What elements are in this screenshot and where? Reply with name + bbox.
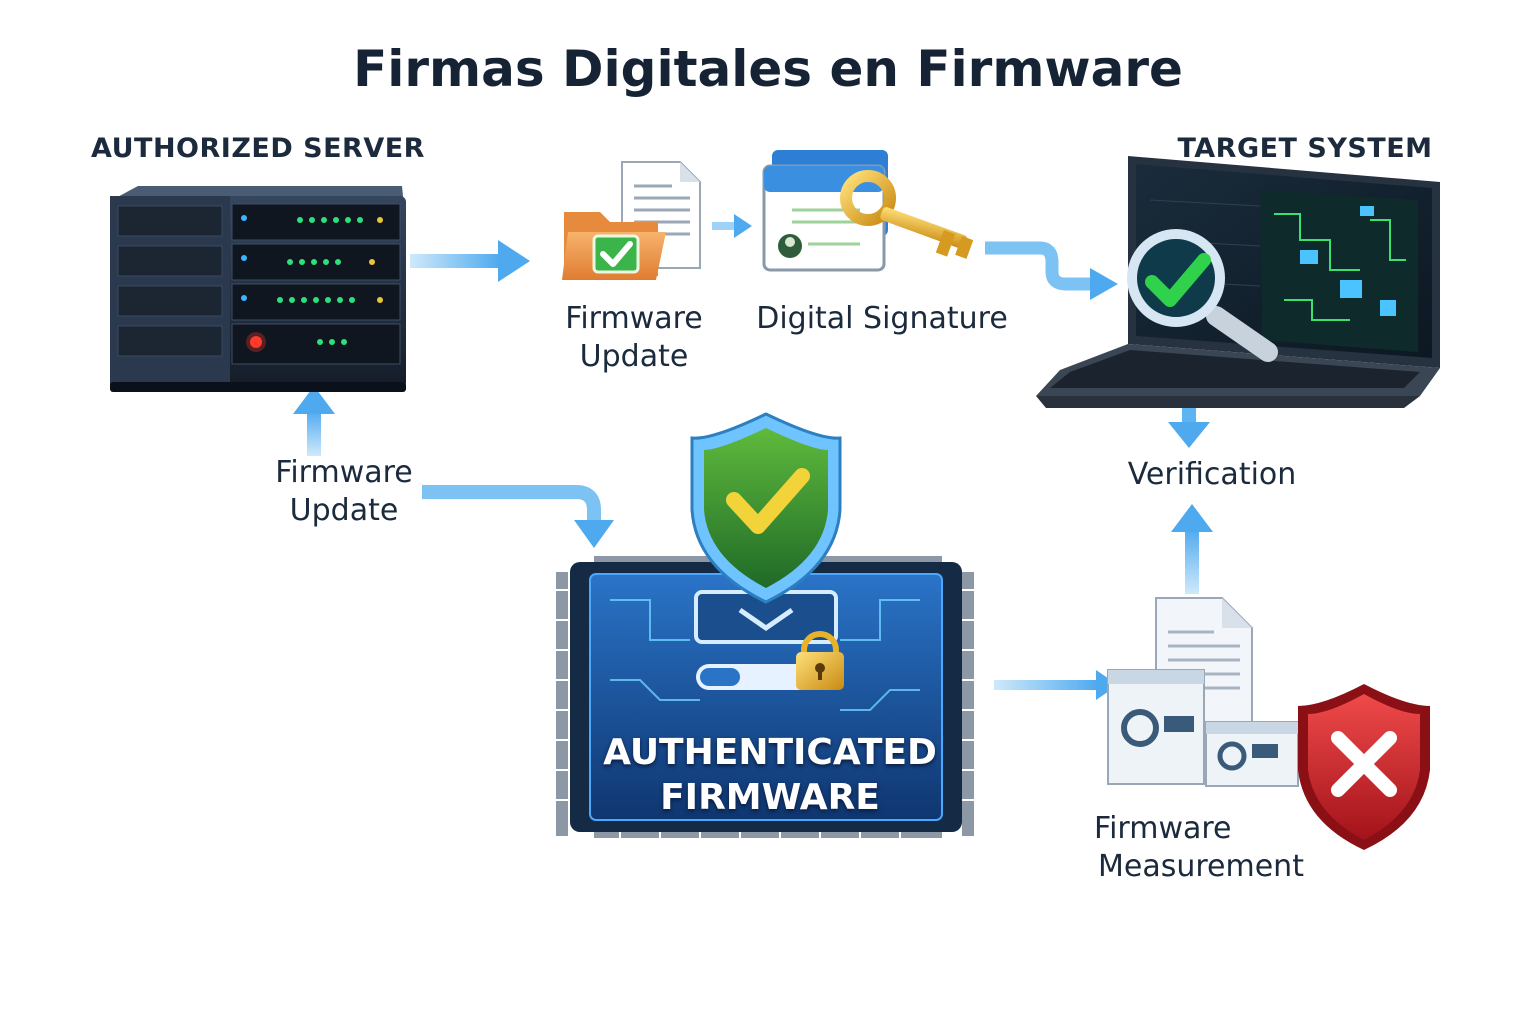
arrow-update-to-signature — [712, 214, 752, 238]
firmware-update-top-label: Firmware Update — [534, 300, 734, 375]
firmware-update-left-label: Firmware Update — [244, 454, 444, 529]
arrow-left-update-to-chip — [422, 492, 614, 548]
verification-label: Verification — [1102, 456, 1322, 494]
firmware-update-top-line2: Update — [534, 338, 734, 376]
page-title: Firmas Digitales en Firmware — [0, 38, 1536, 101]
firmware-measurement-line1: Firmware — [1078, 810, 1338, 848]
arrow-left-update-to-server — [293, 386, 335, 456]
firmware-update-left-line2: Update — [244, 492, 444, 530]
folder-document-check-icon — [562, 162, 700, 280]
firmware-update-left-line1: Firmware — [244, 454, 444, 492]
firmware-update-top-line1: Firmware — [534, 300, 734, 338]
arrow-measurement-to-verification — [1171, 504, 1213, 594]
authorized-server-label: AUTHORIZED SERVER — [80, 132, 436, 166]
chip-label: AUTHENTICATED FIRMWARE — [600, 730, 940, 820]
firmware-measurement-line2: Measurement — [1078, 848, 1338, 886]
certificate-key-icon — [764, 150, 973, 270]
arrow-signature-to-target — [985, 248, 1118, 300]
server-rack-icon — [110, 186, 406, 392]
target-system-label: TARGET SYSTEM — [1160, 132, 1450, 166]
arrow-chip-to-measurement — [994, 670, 1118, 700]
digital-signature-label: Digital Signature — [746, 300, 1018, 338]
chip-label-line1: AUTHENTICATED — [600, 730, 940, 775]
arrow-server-to-update — [410, 240, 530, 282]
chip-label-line2: FIRMWARE — [600, 775, 940, 820]
firmware-measurement-label: Firmware Measurement — [1078, 810, 1338, 885]
